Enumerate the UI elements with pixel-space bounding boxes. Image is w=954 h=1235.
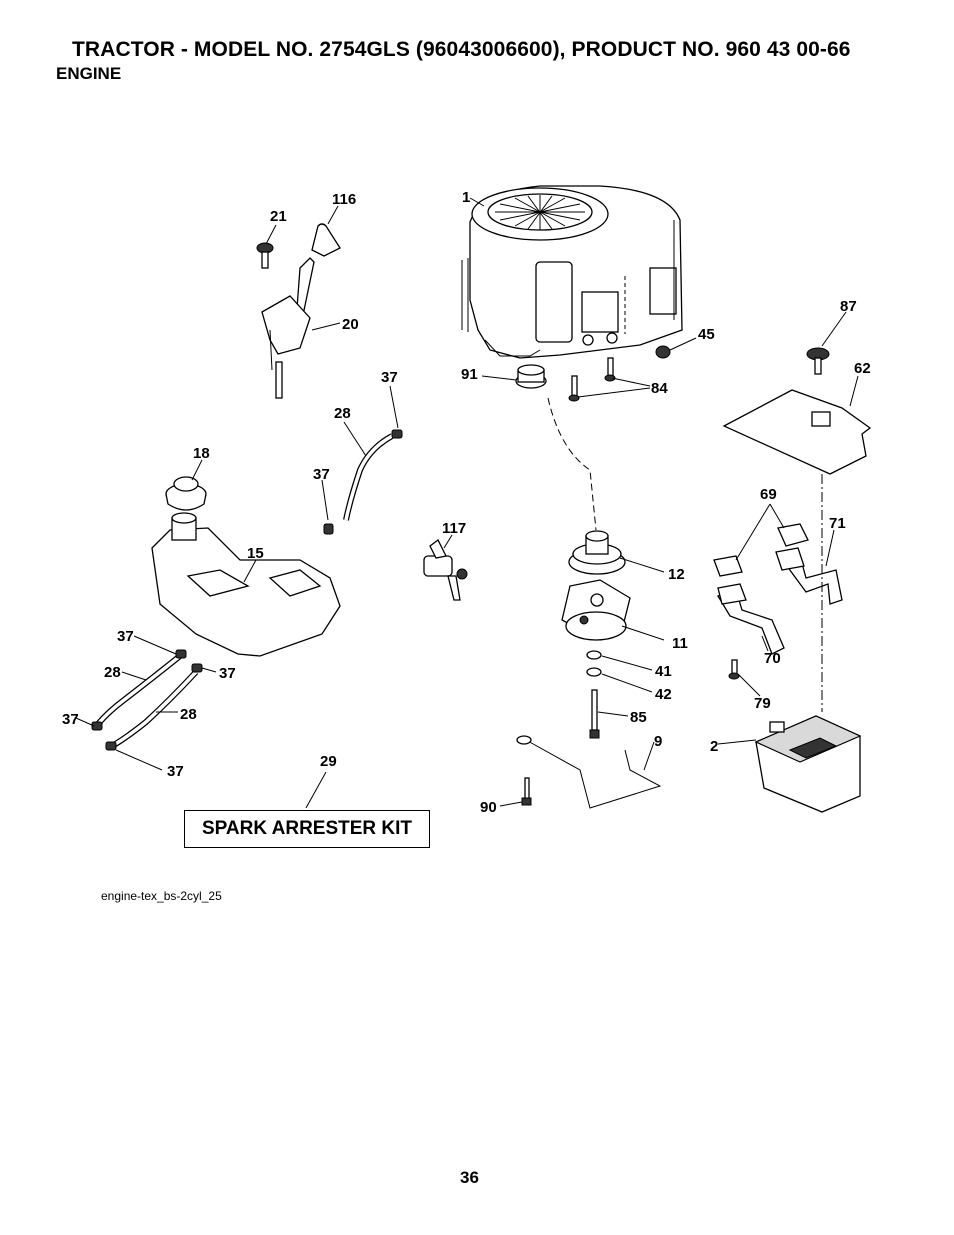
callout-37-right: 37 (219, 665, 236, 682)
image-reference: engine-tex_bs-2cyl_25 (101, 889, 222, 903)
callout-85: 85 (630, 709, 647, 726)
callout-79: 79 (754, 695, 771, 712)
bolt-79 (728, 659, 740, 680)
leader-lines (75, 197, 859, 809)
fuel-line-upper (323, 429, 403, 535)
callout-117: 117 (442, 520, 466, 537)
bolts-84 (568, 357, 616, 402)
callout-87: 87 (840, 298, 857, 315)
callout-37-mid: 37 (313, 466, 330, 483)
washer-41 (586, 650, 602, 660)
callout-45: 45 (698, 326, 715, 343)
callout-28-left: 28 (104, 664, 121, 681)
callout-28-lower: 28 (180, 706, 197, 723)
callout-70: 70 (764, 650, 781, 667)
callout-116: 116 (332, 191, 356, 208)
callout-62: 62 (854, 360, 871, 377)
muffler-2 (754, 715, 862, 813)
callout-20: 20 (342, 316, 359, 333)
fuel-tank-15 (151, 512, 341, 657)
callout-37-bottom: 37 (167, 763, 184, 780)
page-number: 36 (460, 1168, 479, 1187)
callout-91: 91 (461, 366, 478, 383)
callout-41: 41 (655, 663, 672, 680)
fuel-cap-18 (165, 476, 207, 511)
callout-37-upper: 37 (381, 369, 398, 386)
callout-71: 71 (829, 515, 846, 532)
page-title: TRACTOR - MODEL NO. 2754GLS (96043006600… (72, 38, 851, 61)
section-title: ENGINE (56, 64, 122, 83)
bracket-9 (516, 735, 662, 809)
callout-42: 42 (655, 686, 672, 703)
gaskets-69 (713, 523, 809, 577)
callout-21: 21 (270, 208, 287, 225)
callout-15: 15 (247, 545, 264, 562)
bolt-85 (589, 689, 600, 739)
washer-42 (586, 667, 602, 677)
callout-90: 90 (480, 799, 497, 816)
callout-37-lower-left: 37 (62, 711, 79, 728)
engine-part (461, 185, 683, 359)
bolt-87 (806, 347, 830, 375)
spark-arrester-kit-label: SPARK ARRESTER KIT (184, 810, 430, 848)
bolt-90 (521, 777, 532, 806)
callout-11: 11 (672, 635, 688, 652)
callout-2: 2 (710, 738, 718, 755)
callout-9: 9 (654, 733, 662, 750)
exhaust-pipes (717, 547, 843, 655)
callout-69: 69 (760, 486, 777, 503)
callout-18: 18 (193, 445, 210, 462)
nut-45 (655, 345, 671, 359)
heat-shield-62 (722, 389, 872, 475)
bushing-91 (515, 364, 547, 389)
callout-1: 1 (462, 189, 470, 206)
callouts: 1 116 21 20 87 45 62 91 84 37 28 18 37 1… (62, 189, 871, 816)
throttle-control (256, 223, 341, 399)
callout-84: 84 (651, 380, 668, 397)
fuel-line-lower (91, 649, 203, 751)
callout-28-upper: 28 (334, 405, 351, 422)
pulley-12 (568, 530, 626, 575)
fuel-valve-117 (423, 539, 468, 601)
callout-37-left: 37 (117, 628, 134, 645)
clutch-11 (561, 579, 631, 641)
callout-12: 12 (668, 566, 685, 583)
callout-29: 29 (320, 753, 337, 770)
